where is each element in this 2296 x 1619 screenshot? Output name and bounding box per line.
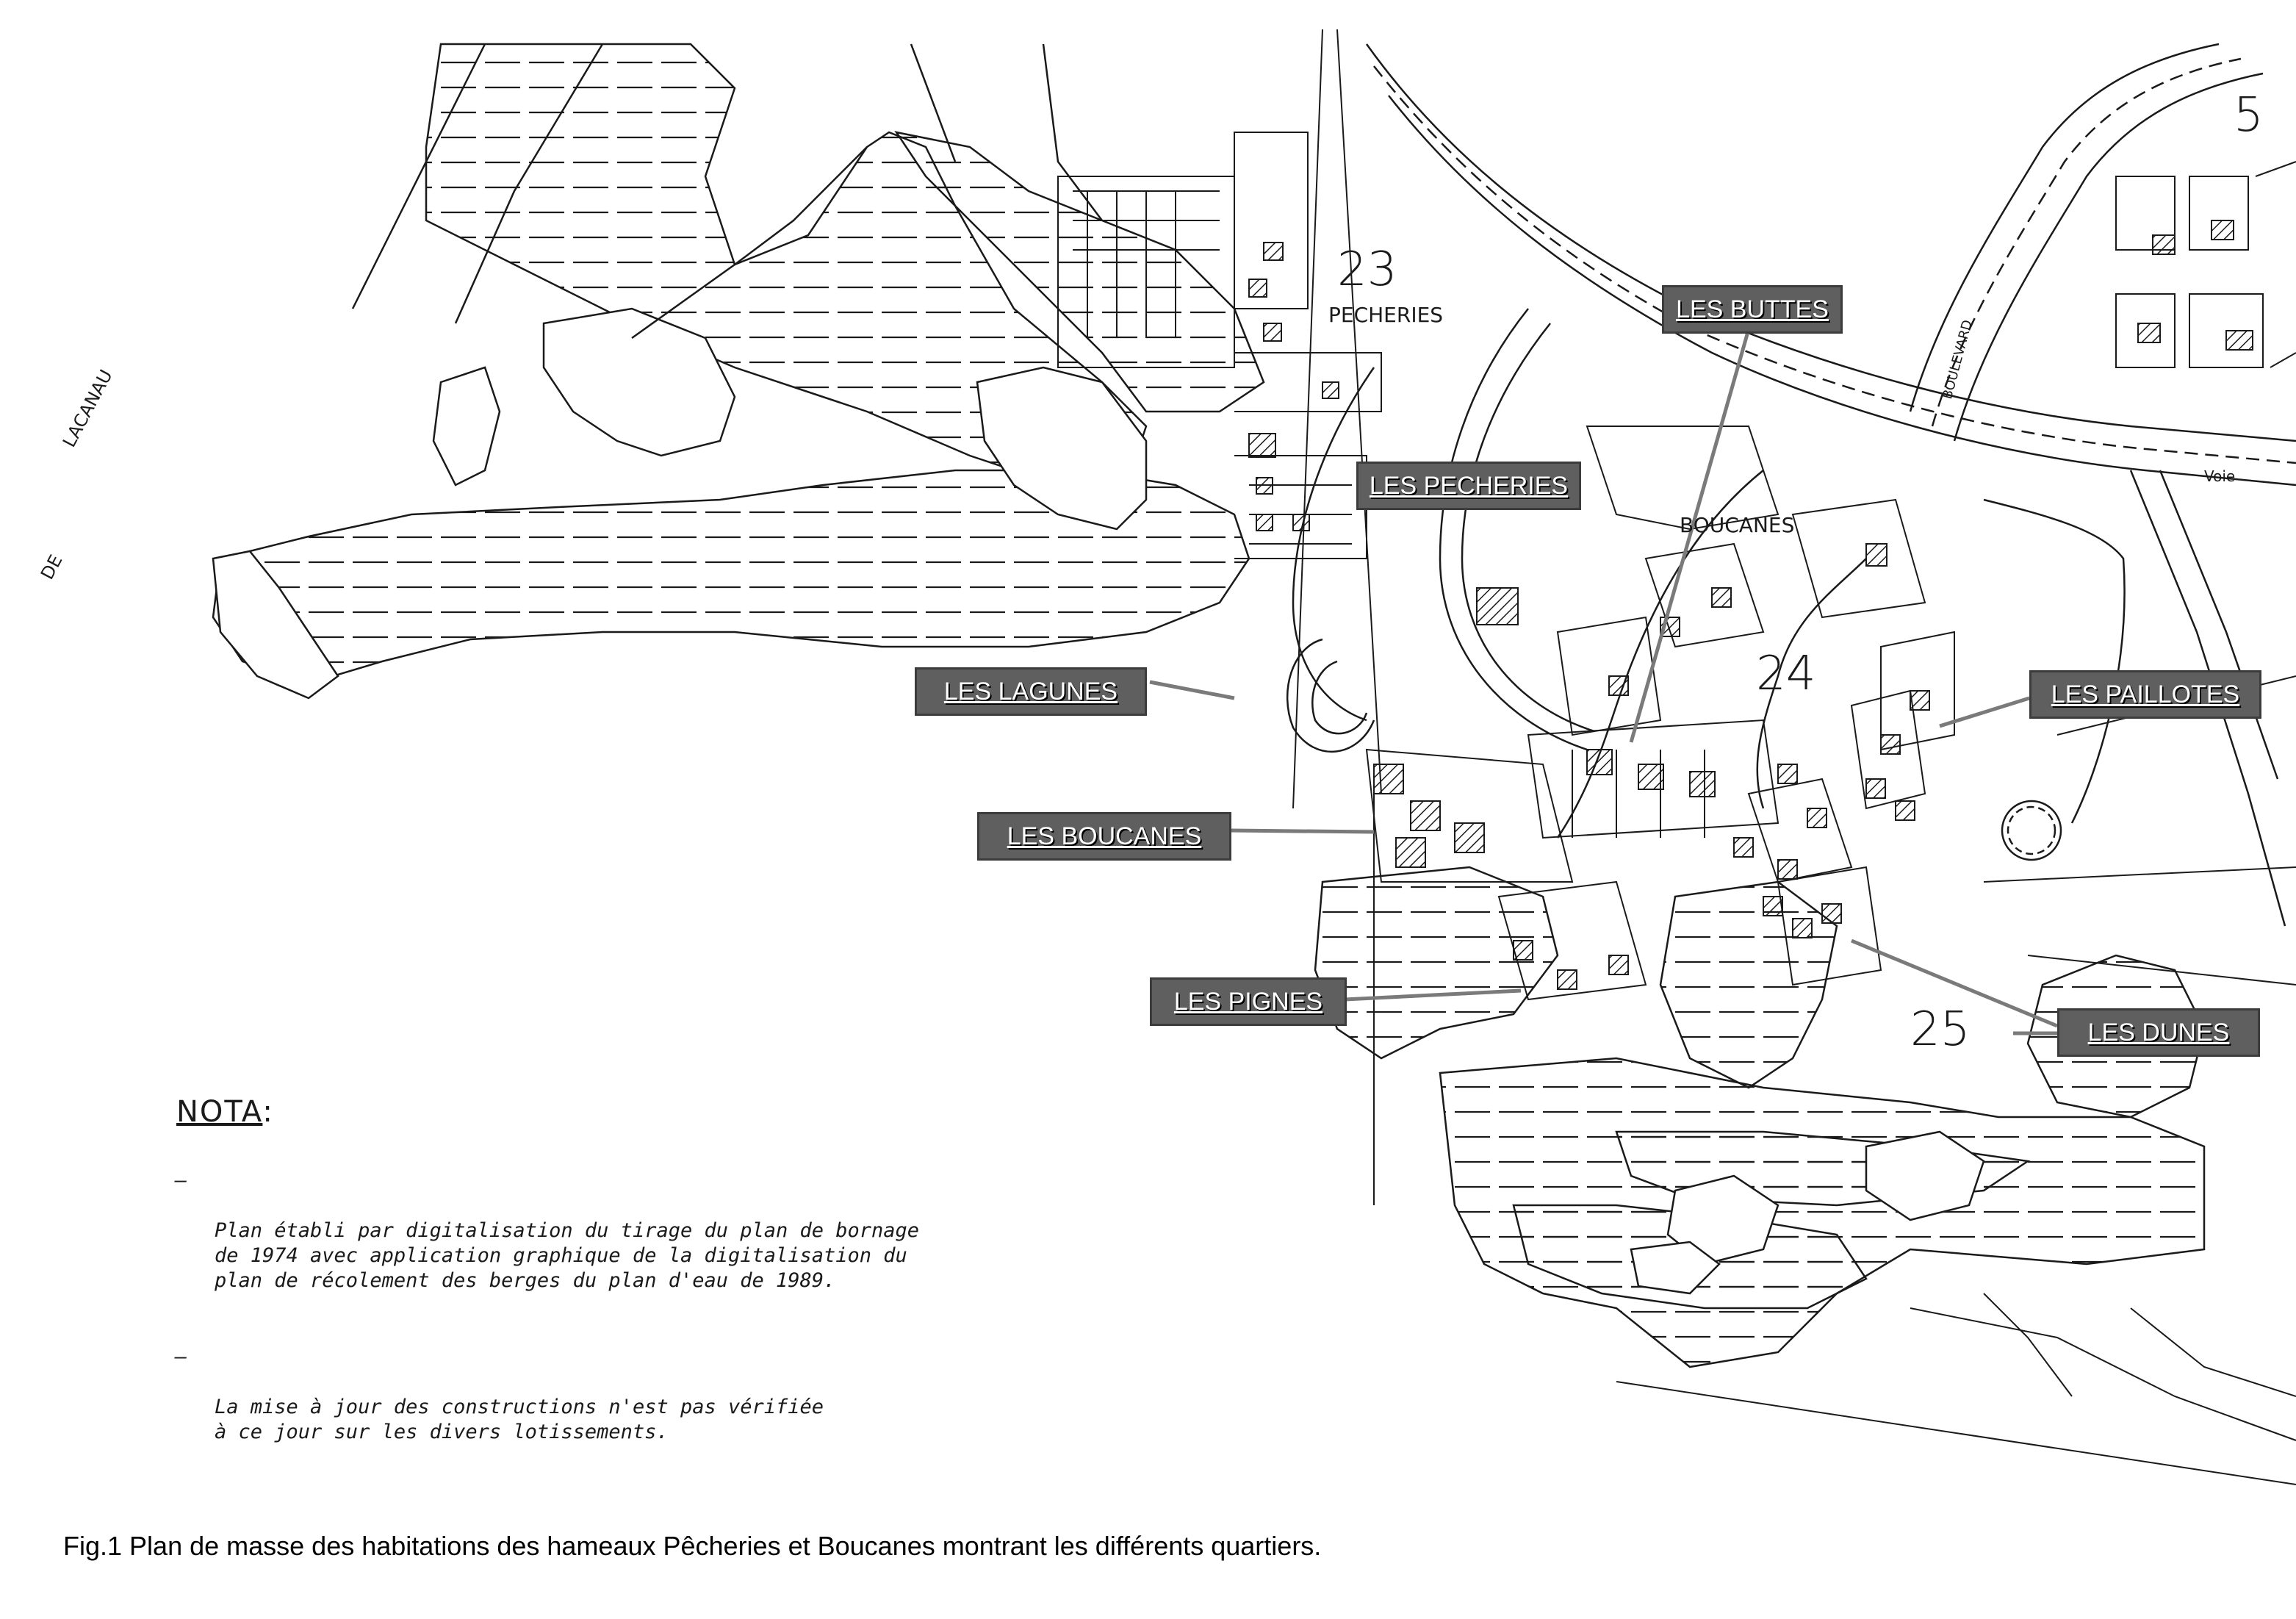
quarter-label-pignes: LES PIGNES bbox=[1150, 977, 1347, 1026]
nota-bullet: – bbox=[175, 1169, 187, 1192]
leader-lines bbox=[1149, 329, 2058, 1035]
nota-title-suffix: : bbox=[262, 1095, 274, 1129]
nota-title: NOTA: bbox=[176, 1095, 274, 1129]
road-label-voie: Voie bbox=[2204, 467, 2236, 485]
nota-item-2: – La mise à jour des constructions n'est… bbox=[175, 1345, 824, 1445]
figure-caption: Fig.1 Plan de masse des habitations des … bbox=[63, 1531, 1322, 1561]
sector-number-23: 23 bbox=[1337, 243, 1397, 297]
parcel-lines bbox=[1057, 29, 2296, 1485]
quarter-label-buttes: LES BUTTES bbox=[1662, 285, 1843, 334]
islands bbox=[212, 307, 1985, 1295]
sector-name-boucanes: BOUCANES bbox=[1680, 513, 1795, 537]
nota-item-2-text: La mise à jour des constructions n'est p… bbox=[215, 1396, 824, 1443]
sector-number-5: 5 bbox=[2234, 88, 2264, 143]
quarter-label-paillotes: LES PAILLOTES bbox=[2029, 670, 2261, 719]
quarter-label-boucanes: LES BOUCANES bbox=[977, 812, 1231, 861]
quarter-label-lagunes: LES LAGUNES bbox=[915, 667, 1147, 716]
nota-title-text: NOTA bbox=[176, 1095, 263, 1129]
nota-item-1: – Plan établi par digitalisation du tira… bbox=[175, 1169, 920, 1293]
quarter-label-pecheries: LES PECHERIES bbox=[1356, 462, 1581, 510]
buildings bbox=[1248, 220, 2253, 990]
sector-name-pecheries: PECHERIES bbox=[1328, 303, 1444, 327]
sector-number-24: 24 bbox=[1756, 647, 1816, 701]
nota-item-1-text: Plan établi par digitalisation du tirage… bbox=[215, 1219, 920, 1292]
sector-number-25: 25 bbox=[1910, 1002, 1971, 1057]
quarter-label-dunes: LES DUNES bbox=[2057, 1008, 2260, 1057]
nota-bullet: – bbox=[175, 1346, 187, 1368]
